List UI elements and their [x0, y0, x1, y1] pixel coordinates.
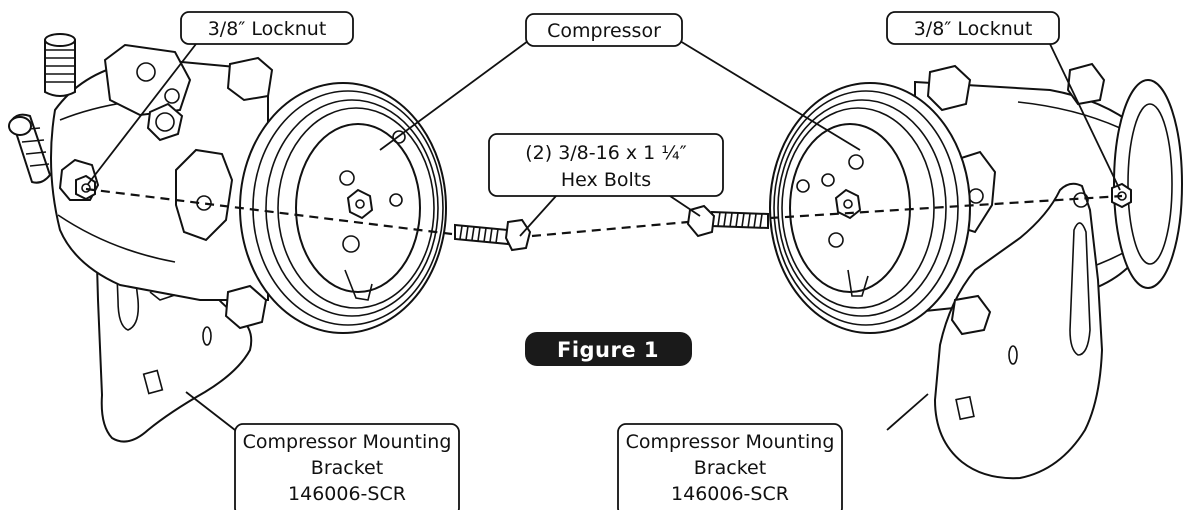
callout-bracket-right: Compressor Mounting Bracket 146006-SCR — [617, 423, 843, 510]
callout-compressor-text: Compressor — [547, 20, 661, 42]
right-end-cap — [1113, 79, 1183, 289]
right-hex-bolt — [686, 204, 769, 238]
callout-bracket-right-line1: Compressor Mounting — [626, 431, 835, 453]
right-mounting-bracket — [933, 182, 1104, 480]
leader-compressor-right — [679, 40, 861, 151]
figure-label-badge: Figure 1 — [525, 332, 692, 366]
callout-bracket-left-line3: 146006-SCR — [288, 483, 406, 505]
right-compressor-assembly — [769, 62, 1183, 480]
center-assembly-axis — [531, 220, 689, 238]
callout-locknut-right: 3/8″ Locknut — [886, 11, 1060, 45]
leader-bolts-left — [519, 195, 557, 237]
figure-label: Figure 1 — [557, 338, 659, 362]
leader-bracket-right — [886, 393, 929, 431]
callout-bracket-right-line2: Bracket — [694, 457, 766, 479]
callout-locknut-left: 3/8″ Locknut — [180, 11, 354, 45]
right-assembly-axis — [769, 194, 1123, 220]
right-center-nut — [834, 188, 862, 220]
callout-compressor: Compressor — [525, 13, 683, 47]
callout-hex-bolts: (2) 3/8-16 x 1 ¼″ Hex Bolts — [488, 133, 724, 197]
left-center-nut — [346, 188, 374, 220]
leader-bracket-left — [185, 391, 236, 431]
leader-compressor-left — [379, 40, 529, 151]
callout-locknut-right-text: 3/8″ Locknut — [914, 18, 1033, 40]
callout-bracket-left-line1: Compressor Mounting — [243, 431, 452, 453]
left-assembly-axis — [85, 187, 453, 236]
callout-bracket-left-line2: Bracket — [311, 457, 383, 479]
callout-locknut-left-text: 3/8″ Locknut — [208, 18, 327, 40]
callout-hex-bolts-line2: Hex Bolts — [561, 169, 651, 191]
left-compressor-assembly — [8, 33, 447, 443]
left-hex-bolt — [454, 218, 532, 252]
callout-bracket-right-line3: 146006-SCR — [671, 483, 789, 505]
left-compressor-body — [50, 58, 269, 301]
leader-bolts-right — [669, 195, 701, 217]
callout-bracket-left: Compressor Mounting Bracket 146006-SCR — [234, 423, 460, 510]
leader-locknut-right — [1049, 43, 1121, 191]
callout-hex-bolts-line1: (2) 3/8-16 x 1 ¼″ — [525, 142, 687, 164]
leader-locknut-left — [87, 43, 197, 185]
